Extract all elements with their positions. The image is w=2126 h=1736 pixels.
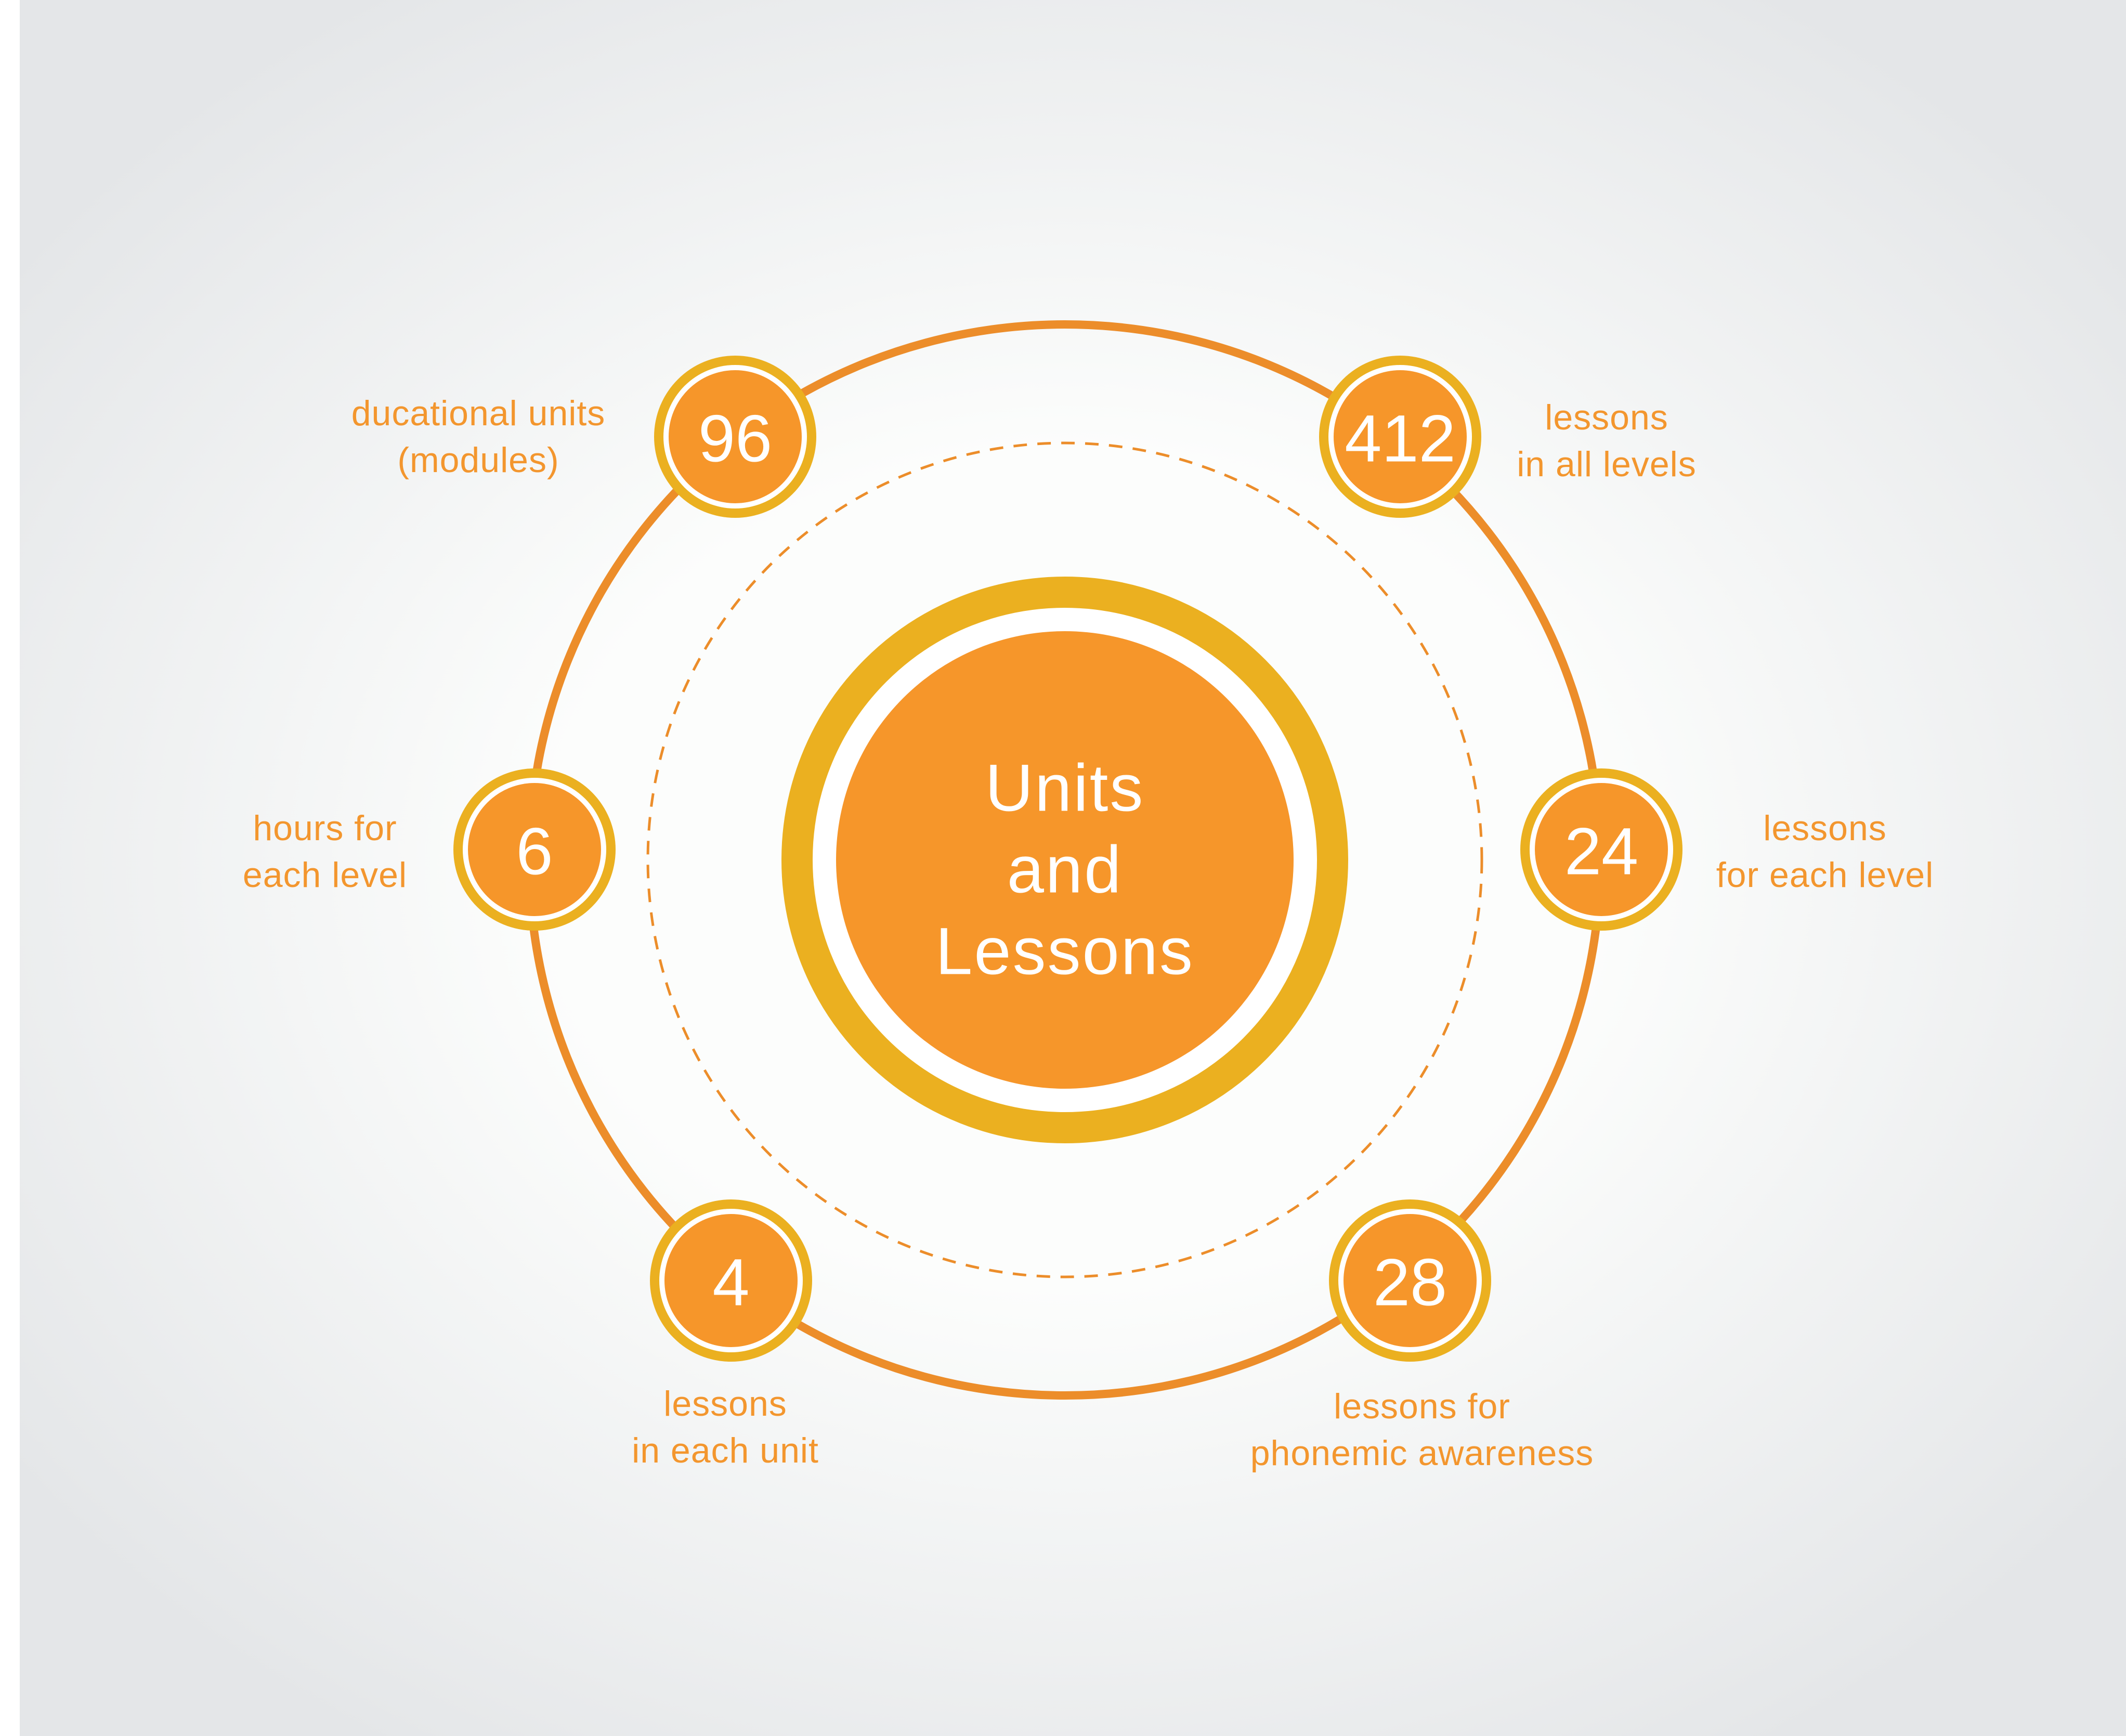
label-line: lessons (663, 1384, 787, 1424)
stat-node-left: 6 (453, 768, 616, 931)
node-value: 4 (712, 1246, 749, 1320)
node-disc (1344, 1214, 1477, 1347)
label-lessons-each-unit: lessons in each unit (603, 1380, 847, 1474)
node-disc (1535, 783, 1668, 916)
center-title-line-2: and (1007, 833, 1123, 907)
stat-node-right: 24 (1520, 768, 1682, 931)
node-disc (664, 1214, 798, 1347)
label-lessons-each-level: lessons for each level (1685, 805, 1965, 898)
center-disc (836, 631, 1294, 1089)
stat-nodes: 96 412 6 24 4 28 (453, 356, 1682, 1362)
center-gold-ring (781, 577, 1348, 1143)
label-line: lessons (1763, 808, 1887, 848)
label-line: lessons (1545, 398, 1668, 437)
node-value: 28 (1373, 1246, 1447, 1320)
node-disc (1334, 370, 1467, 503)
label-hours-each-level: hours for each level (224, 805, 426, 898)
node-value: 96 (698, 402, 772, 476)
label-line: each level (242, 855, 408, 895)
node-value: 412 (1345, 402, 1456, 476)
node-value: 24 (1564, 815, 1638, 889)
node-disc (468, 783, 601, 916)
stat-node-bottom-right: 28 (1329, 1199, 1491, 1362)
label-line: lessons for (1334, 1387, 1510, 1426)
label-line: for each level (1716, 855, 1934, 895)
node-disc (669, 370, 802, 503)
center-title-line-1: Units (985, 751, 1145, 826)
label-line: in all levels (1517, 445, 1697, 484)
label-line: in each unit (632, 1431, 819, 1470)
stat-node-top-left: 96 (654, 356, 816, 518)
stat-node-bottom-left: 4 (650, 1199, 812, 1362)
label-line: phonemic awareness (1250, 1433, 1594, 1473)
stat-node-top-right: 412 (1319, 356, 1481, 518)
label-line: ducational units (351, 394, 606, 433)
label-phonemic-awareness: lessons for phonemic awareness (1211, 1383, 1633, 1477)
label-lessons-all-levels: lessons in all levels (1492, 394, 1721, 488)
dashed-inner-ring (646, 441, 1483, 1278)
label-educational-units: ducational units (modules) (312, 390, 645, 484)
center-hub: Units and Lessons (781, 577, 1348, 1143)
label-line: hours for (253, 808, 397, 848)
center-title-line-3: Lessons (935, 915, 1194, 989)
node-value: 6 (516, 815, 553, 889)
label-line: (modules) (397, 440, 559, 480)
